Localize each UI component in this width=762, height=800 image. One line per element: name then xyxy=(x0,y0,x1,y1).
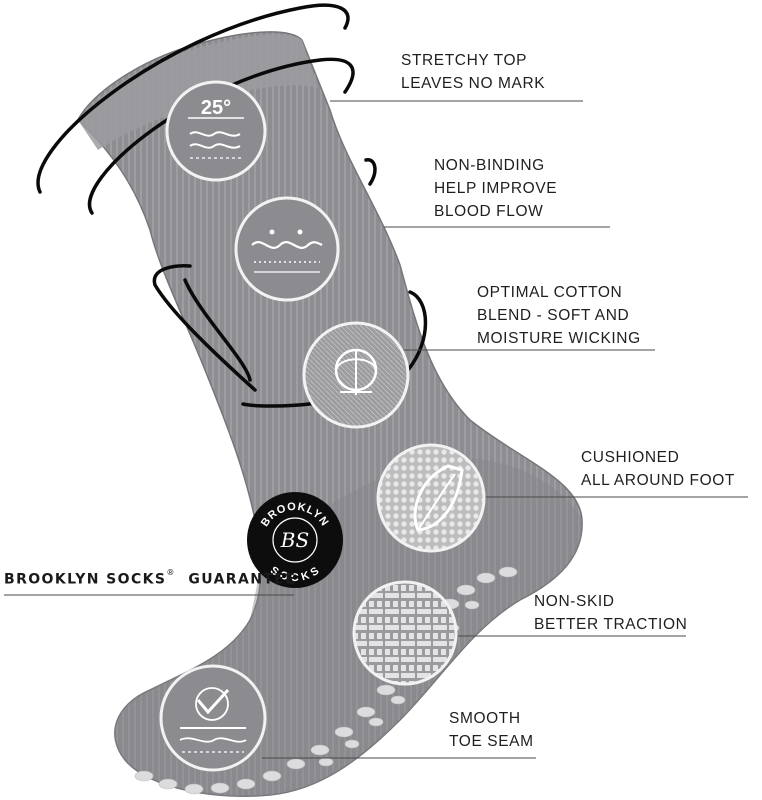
callout-optimal-cotton: OPTIMAL COTTON BLEND - SOFT AND MOISTURE… xyxy=(477,281,641,350)
callout-line: SMOOTH xyxy=(449,710,521,727)
stretch-top-icon xyxy=(165,80,267,182)
stretch-top-number: 25° xyxy=(201,97,231,119)
callout-stretchy-top: STRETCHY TOP LEAVES NO MARK xyxy=(401,49,545,95)
callout-line: NON-SKID xyxy=(534,593,615,610)
guarantee-word: GUARANTEE xyxy=(188,571,297,588)
callout-line: TOE SEAM xyxy=(449,733,534,750)
cushion-icon xyxy=(376,443,486,553)
toe-seam-icon xyxy=(159,664,267,772)
callout-line: BLEND - SOFT AND xyxy=(477,307,630,324)
callout-smooth-toe: SMOOTH TOE SEAM xyxy=(449,707,534,753)
callout-non-skid: NON-SKID BETTER TRACTION xyxy=(534,590,687,636)
badge-top-text: BROOKLYN xyxy=(259,501,331,529)
callout-line: MOISTURE WICKING xyxy=(477,330,641,347)
callout-non-binding: NON-BINDING HELP IMPROVE BLOOD FLOW xyxy=(434,154,557,223)
callout-line: CUSHIONED xyxy=(581,449,680,466)
callout-cushioned: CUSHIONED ALL AROUND FOOT xyxy=(581,446,735,492)
callout-line: ALL AROUND FOOT xyxy=(581,472,735,489)
badge-monogram: BS xyxy=(280,528,310,552)
connector-lines xyxy=(4,100,748,759)
non-binding-icon xyxy=(234,196,340,302)
registered-mark: ® xyxy=(166,568,176,577)
callout-line: HELP IMPROVE xyxy=(434,180,558,197)
callout-line: STRETCHY TOP xyxy=(401,52,528,69)
callout-line: BLOOD FLOW xyxy=(434,203,544,220)
callout-line: LEAVES NO MARK xyxy=(401,75,546,92)
guarantee-label: BROOKLYN SOCKS® GUARANTEE xyxy=(4,568,297,588)
brooklyn-socks-badge: BROOKLYN SOCKS BS xyxy=(247,492,343,588)
callout-line: NON-BINDING xyxy=(434,157,545,174)
cotton-icon xyxy=(302,321,410,429)
callout-line: OPTIMAL COTTON xyxy=(477,284,623,301)
guarantee-brand: BROOKLYN SOCKS xyxy=(4,571,167,588)
callout-line: BETTER TRACTION xyxy=(534,616,688,633)
traction-icon xyxy=(352,580,458,686)
